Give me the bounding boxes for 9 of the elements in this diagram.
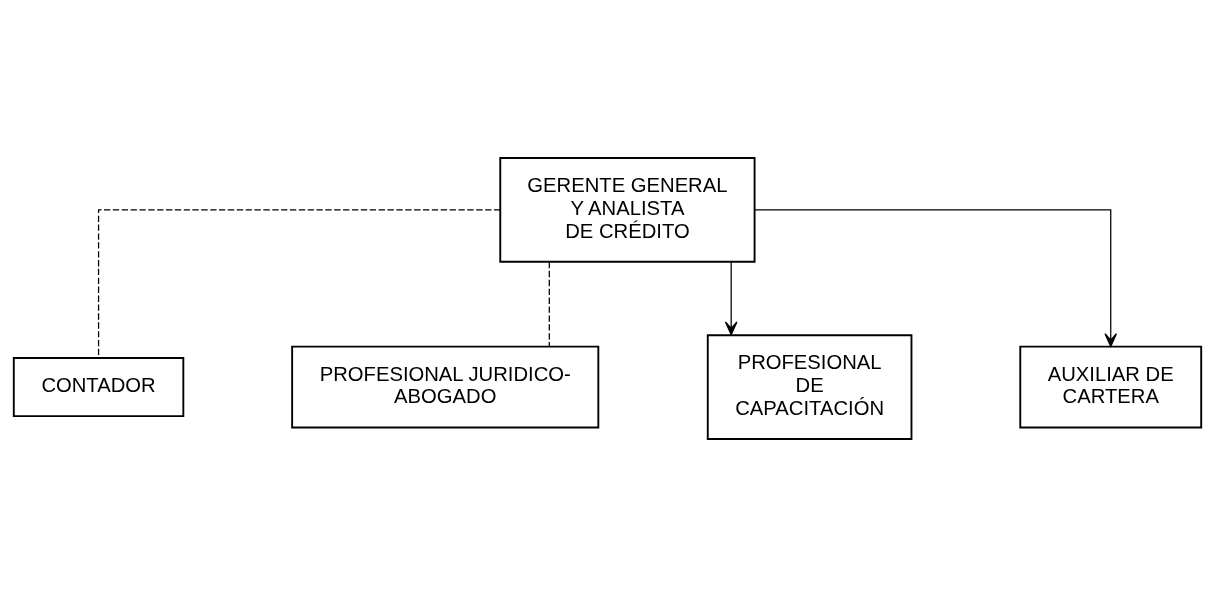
node-box: GERENTE GENERAL Y ANALISTA DE CRÉDITO — [499, 156, 756, 263]
node-box: PROFESIONAL DE CAPACITACIÓN — [706, 333, 913, 440]
node-box: AUXILIAR DE CARTERA — [1019, 345, 1203, 428]
node-box: PROFESIONAL JURIDICO- ABOGADO — [291, 345, 600, 428]
connector — [548, 261, 550, 347]
connector — [97, 208, 501, 358]
arrow — [754, 208, 1118, 347]
node-box: CONTADOR — [12, 356, 185, 417]
arrow — [724, 261, 738, 335]
